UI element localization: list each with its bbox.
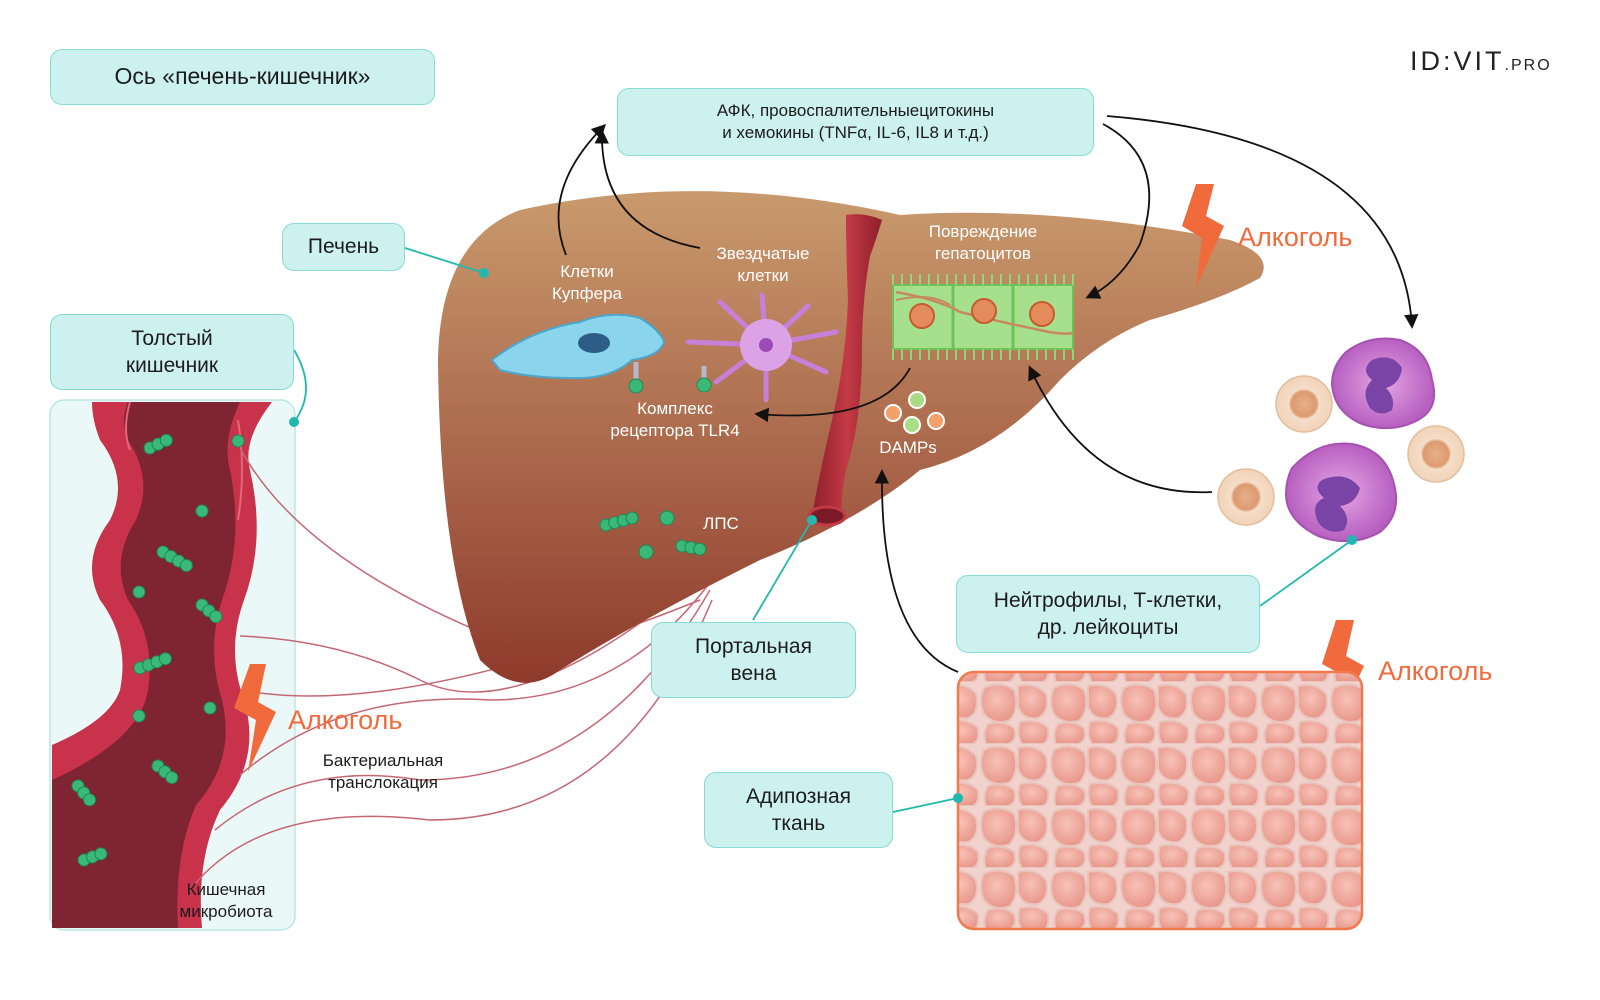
alcohol-bolt-gut xyxy=(234,664,276,772)
portal-vein-box: Портальная вена xyxy=(651,622,856,698)
adipose-line2: ткань xyxy=(771,812,826,835)
brand-logo: ID:VIT.PRO xyxy=(1410,46,1552,77)
leukocytes-box: Нейтрофилы, Т-клетки, др. лейкоциты xyxy=(956,575,1260,653)
title-text: Ось «печень-кишечник» xyxy=(114,63,371,90)
hepatocyte-damage-label: Повреждение гепатоцитов xyxy=(903,221,1063,265)
translocation-line2: транслокация xyxy=(328,773,438,793)
kupffer-label: Клетки Купфера xyxy=(527,261,647,305)
alcohol-label-gut: Алкоголь xyxy=(288,705,403,735)
stellate-label: Звездчатые клетки xyxy=(692,243,834,287)
colon-label-box: Толстый кишечник xyxy=(50,314,294,390)
damps-text: DAMPs xyxy=(879,438,937,457)
diagram-title: Ось «печень-кишечник» xyxy=(50,49,435,105)
stellate-line1: Звездчатые xyxy=(716,244,810,263)
lps-bacteria xyxy=(599,510,707,560)
hepatocyte-line1: Повреждение xyxy=(928,222,1038,241)
leader-lines xyxy=(293,247,1353,813)
logo-suffix: .PRO xyxy=(1504,57,1552,74)
leader-dots xyxy=(289,268,1357,803)
logo-main: ID:VIT xyxy=(1410,46,1505,76)
damps-particles xyxy=(884,391,945,434)
lps-text: ЛПС xyxy=(703,514,739,533)
microbiota-line2: микробиота xyxy=(179,902,273,922)
alcohol-bolt-liver xyxy=(1182,184,1224,288)
liver-label: Печень xyxy=(307,235,380,259)
tlr4-line1: Комплекс xyxy=(637,399,713,418)
colon-line2: кишечник xyxy=(125,354,219,377)
immune-cells xyxy=(1217,337,1465,543)
ros-cytokines-box: АФК, провоспалительныецитокины и хемокин… xyxy=(617,88,1094,156)
stellate-line2: клетки xyxy=(737,266,789,286)
arrows xyxy=(557,115,1419,673)
kupffer-line1: Клетки xyxy=(560,262,614,281)
stellate-receptor xyxy=(696,366,712,393)
translocation-line1: Бактериальная xyxy=(322,751,444,770)
tlr4-line2: рецептора TLR4 xyxy=(610,421,740,441)
alcohol-label-adipose: Алкоголь xyxy=(1378,656,1493,686)
colon-line1: Толстый xyxy=(131,326,213,350)
kupffer-line2: Купфера xyxy=(552,284,622,304)
kupffer-cell xyxy=(490,313,666,394)
adipose-label-box: Адипозная ткань xyxy=(704,772,893,848)
damps-label: DAMPs xyxy=(866,437,950,459)
portal-vein xyxy=(807,214,882,527)
portal-line1: Портальная xyxy=(695,634,812,658)
microbiota-label: Кишечная микробиота xyxy=(160,879,292,923)
liver-label-box: Печень xyxy=(282,223,405,271)
ros-line1: АФК, провоспалительныецитокины xyxy=(716,100,995,120)
adipose-tissue xyxy=(956,670,1364,931)
lps-label: ЛПС xyxy=(692,513,750,535)
tlr4-label: Комплекс рецептора TLR4 xyxy=(587,398,763,442)
alcohol-label-liver: Алкоголь xyxy=(1238,222,1353,252)
hepatocyte-line2: гепатоцитов xyxy=(935,244,1031,264)
leukocytes-line2: др. лейкоциты xyxy=(1037,616,1179,639)
stellate-cell xyxy=(685,292,839,403)
portal-line2: вена xyxy=(730,662,777,685)
ros-line2: и хемокины (TNFα, IL-6, IL8 и т.д.) xyxy=(722,123,989,142)
leukocytes-line1: Нейтрофилы, Т-клетки, xyxy=(993,588,1223,612)
translocation-label: Бактериальная транслокация xyxy=(298,750,468,794)
hepatocytes xyxy=(892,274,1074,360)
adipose-line1: Адипозная xyxy=(745,784,852,808)
gut-bacteria xyxy=(71,433,245,867)
microbiota-line1: Кишечная xyxy=(186,880,266,899)
